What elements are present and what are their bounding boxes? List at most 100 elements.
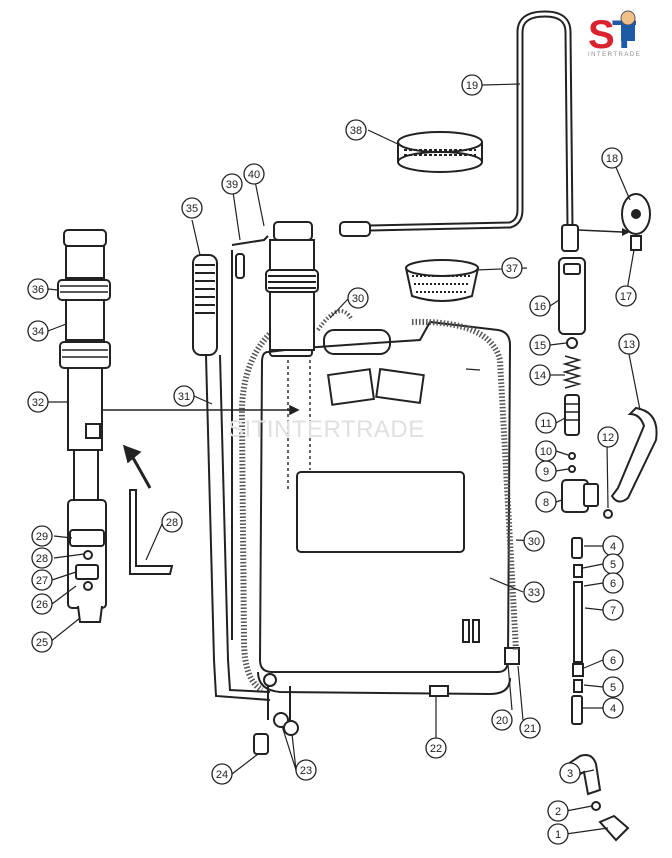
- callout-16[interactable]: 16: [529, 295, 551, 317]
- svg-text:4: 4: [610, 541, 616, 553]
- callout-17[interactable]: 17: [615, 285, 637, 307]
- callout-34[interactable]: 34: [27, 320, 49, 342]
- part-callouts: 1 2 3 4 5 6 7 6 5 4 8 9 10 11 12 13 14 1…: [27, 74, 640, 845]
- svg-text:33: 33: [528, 587, 540, 599]
- svg-text:11: 11: [540, 418, 551, 430]
- svg-text:20: 20: [496, 715, 508, 727]
- callout-27[interactable]: 27: [31, 569, 53, 591]
- svg-text:24: 24: [216, 769, 228, 781]
- callout-28-tool[interactable]: 28: [161, 511, 183, 533]
- mascot-icon: [620, 10, 636, 26]
- svg-text:22: 22: [430, 743, 442, 755]
- svg-text:25: 25: [36, 637, 48, 649]
- callout-14[interactable]: 14: [529, 364, 551, 386]
- svg-text:8: 8: [543, 497, 549, 509]
- svg-text:17: 17: [620, 291, 632, 303]
- svg-text:35: 35: [186, 203, 198, 215]
- svg-text:29: 29: [36, 531, 48, 543]
- brand-logo: S T: [588, 10, 636, 57]
- svg-text:5: 5: [610, 559, 616, 571]
- callout-11[interactable]: 11: [535, 412, 557, 434]
- hose-30: [238, 322, 282, 693]
- left-pump-assembly: [57, 229, 111, 623]
- callout-40[interactable]: 40: [243, 163, 265, 185]
- svg-text:37: 37: [506, 263, 518, 275]
- svg-text:14: 14: [534, 370, 546, 382]
- callout-32[interactable]: 32: [27, 391, 49, 413]
- callout-33[interactable]: 33: [523, 581, 545, 603]
- pump-cylinder: [265, 221, 319, 351]
- callout-37[interactable]: 37: [501, 257, 523, 279]
- callout-21[interactable]: 21: [519, 717, 541, 739]
- svg-text:31: 31: [178, 391, 190, 403]
- assembly-arrow: [102, 404, 300, 489]
- callout-3[interactable]: 3: [559, 762, 581, 784]
- svg-text:28: 28: [36, 553, 48, 565]
- ring-38: [397, 131, 483, 173]
- callout-30-top[interactable]: 30: [347, 287, 369, 309]
- callout-39[interactable]: 39: [221, 173, 243, 195]
- callout-24[interactable]: 24: [211, 763, 233, 785]
- callout-28-left[interactable]: 28: [31, 547, 53, 569]
- callout-35[interactable]: 35: [181, 197, 203, 219]
- callout-31[interactable]: 31: [173, 385, 195, 407]
- callout-6-bottom[interactable]: 6: [602, 649, 624, 671]
- callout-4-bottom[interactable]: 4: [602, 697, 624, 719]
- svg-text:40: 40: [248, 169, 260, 181]
- callout-29[interactable]: 29: [31, 525, 53, 547]
- svg-text:2: 2: [555, 806, 561, 818]
- callout-25[interactable]: 25: [31, 631, 53, 653]
- svg-text:39: 39: [226, 179, 238, 191]
- callout-10[interactable]: 10: [535, 440, 557, 462]
- callout-5-bottom[interactable]: 5: [602, 676, 624, 698]
- callout-30-right[interactable]: 30: [523, 530, 545, 552]
- svg-text:32: 32: [32, 397, 44, 409]
- callout-13[interactable]: 13: [618, 333, 640, 355]
- callout-2[interactable]: 2: [547, 800, 569, 822]
- svg-text:27: 27: [36, 575, 48, 587]
- svg-text:1: 1: [555, 829, 561, 841]
- callout-1[interactable]: 1: [547, 823, 569, 845]
- svg-text:3: 3: [567, 768, 573, 780]
- logo-caption: INTERTRADE: [588, 52, 642, 58]
- svg-text:16: 16: [534, 301, 546, 313]
- svg-text:21: 21: [524, 723, 536, 735]
- logo-letter-s: S: [588, 13, 615, 57]
- svg-text:13: 13: [623, 339, 635, 351]
- svg-text:34: 34: [32, 326, 44, 338]
- svg-text:10: 10: [540, 446, 552, 458]
- callout-7[interactable]: 7: [602, 599, 624, 621]
- svg-text:28: 28: [166, 517, 178, 529]
- callout-15[interactable]: 15: [529, 334, 551, 356]
- svg-text:6: 6: [610, 578, 616, 590]
- svg-text:6: 6: [610, 655, 616, 667]
- lever-arm: [192, 235, 271, 701]
- mascot-body-icon: [621, 25, 635, 41]
- svg-text:26: 26: [36, 599, 48, 611]
- callout-4-top[interactable]: 4: [602, 535, 624, 557]
- svg-text:38: 38: [350, 125, 362, 137]
- callout-18[interactable]: 18: [601, 147, 623, 169]
- callout-8[interactable]: 8: [535, 491, 557, 513]
- gun-to-valve-line: [577, 229, 623, 233]
- callout-6-top[interactable]: 6: [602, 572, 624, 594]
- watermark: SITINTERTRADE: [228, 416, 425, 443]
- callout-26[interactable]: 26: [31, 593, 53, 615]
- callout-5-top[interactable]: 5: [602, 553, 624, 575]
- callout-22[interactable]: 22: [425, 737, 447, 759]
- callout-19[interactable]: 19: [461, 74, 483, 96]
- callout-36[interactable]: 36: [27, 278, 49, 300]
- callout-23[interactable]: 23: [295, 759, 317, 781]
- svg-text:30: 30: [352, 293, 364, 305]
- callout-12[interactable]: 12: [597, 426, 619, 448]
- hose-30-right: [411, 318, 519, 651]
- tool-28: [129, 489, 174, 575]
- hose-19: [369, 10, 574, 232]
- callout-9[interactable]: 9: [535, 460, 557, 482]
- svg-text:7: 7: [610, 605, 616, 617]
- svg-text:15: 15: [534, 340, 546, 352]
- callout-20[interactable]: 20: [491, 709, 513, 731]
- callout-38[interactable]: 38: [345, 119, 367, 141]
- svg-text:5: 5: [610, 682, 616, 694]
